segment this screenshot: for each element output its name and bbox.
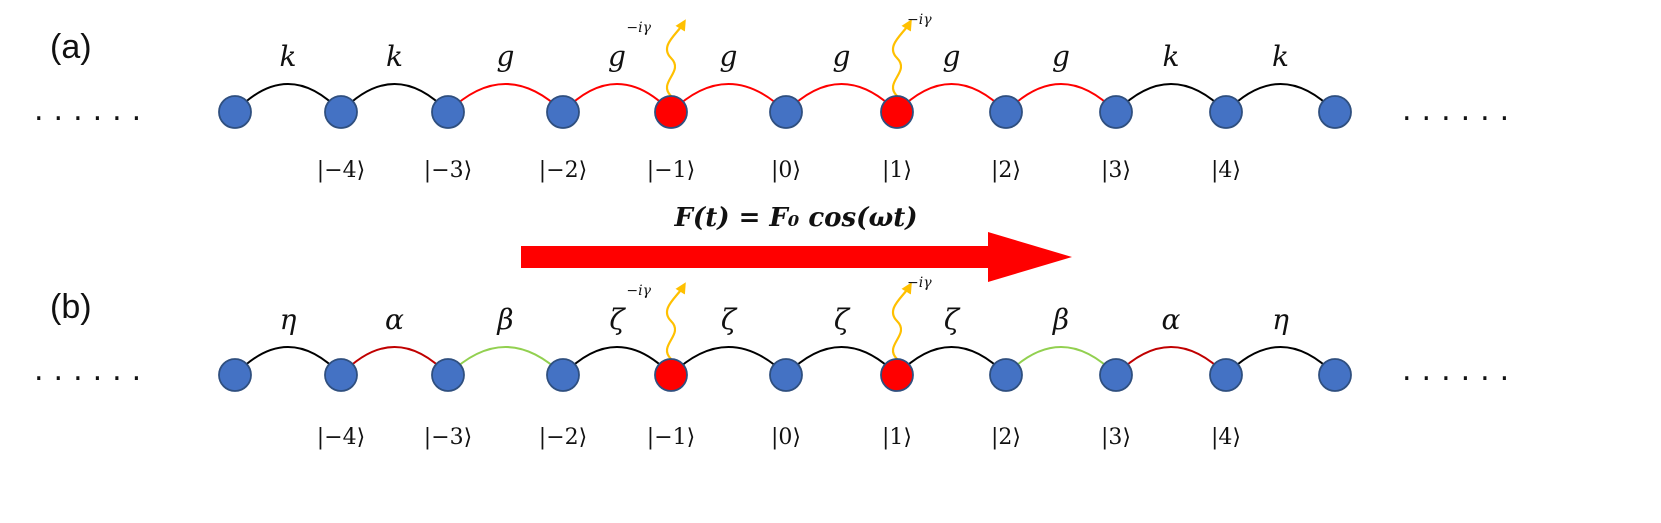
panel-a-site-5 bbox=[769, 95, 803, 129]
panel-b-site-3 bbox=[546, 358, 580, 392]
panel-b-bond-label-2: β bbox=[496, 303, 513, 336]
panel-b-bond-8 bbox=[1115, 346, 1227, 376]
panel-a-ket-9: |4⟩ bbox=[1211, 158, 1241, 183]
panel-b-site-5 bbox=[769, 358, 803, 392]
panel-a-bond-5 bbox=[785, 83, 898, 113]
panel-a-bond-label-6: g bbox=[943, 40, 961, 73]
panel-b-site-0 bbox=[218, 358, 252, 392]
panel-a-bond-2 bbox=[447, 83, 564, 113]
panel-b-bond-7 bbox=[1005, 346, 1117, 376]
panel-a-bond-label-0: k bbox=[280, 40, 297, 73]
panel-b-site-7 bbox=[989, 358, 1023, 392]
panel-b-bond-label-6: ζ bbox=[944, 303, 961, 336]
panel-a-site-4 bbox=[654, 95, 688, 129]
panel-b-bond-label-0: η bbox=[280, 303, 297, 336]
panel-b-ket-5: |0⟩ bbox=[771, 425, 801, 450]
drive-arrow-shaft bbox=[521, 246, 991, 268]
panel-b-ket-4: |−1⟩ bbox=[647, 425, 695, 450]
panel-b-ket-9: |4⟩ bbox=[1211, 425, 1241, 450]
panel-a-ket-6: |1⟩ bbox=[882, 158, 912, 183]
panel-b-bond-label-1: α bbox=[385, 303, 404, 336]
panel-b-ket-3: |−2⟩ bbox=[539, 425, 587, 450]
panel-b-loss-arrow-1 bbox=[891, 282, 912, 360]
panel-b-ellipsis-right: ...... bbox=[1402, 353, 1519, 388]
panel-a-site-1 bbox=[324, 95, 358, 129]
panel-b-ket-7: |2⟩ bbox=[991, 425, 1021, 450]
panel-b-site-2 bbox=[431, 358, 465, 392]
panel-a-loss-arrow-1 bbox=[891, 19, 912, 97]
panel-b-ket-1: |−4⟩ bbox=[317, 425, 365, 450]
panel-a-ellipsis-right: ...... bbox=[1402, 93, 1519, 128]
panel-a-ket-8: |3⟩ bbox=[1101, 158, 1131, 183]
panel-a-site-3 bbox=[546, 95, 580, 129]
panel-a-ket-3: |−2⟩ bbox=[539, 158, 587, 183]
panel-a-bond-7 bbox=[1005, 83, 1117, 113]
panel-b-bond-label-3: ζ bbox=[609, 303, 626, 336]
panel-b-site-10 bbox=[1318, 358, 1352, 392]
panel-a-bond-label-8: k bbox=[1163, 40, 1180, 73]
panel-b-bond-label-8: α bbox=[1162, 303, 1181, 336]
panel-a-site-8 bbox=[1099, 95, 1133, 129]
panel-a-site-2 bbox=[431, 95, 465, 129]
panel-a-ket-7: |2⟩ bbox=[991, 158, 1021, 183]
panel-a-bond-label-4: g bbox=[720, 40, 738, 73]
panel-a-bond-label-3: g bbox=[608, 40, 626, 73]
panel-b-bond-label-9: η bbox=[1272, 303, 1289, 336]
panel-a-site-7 bbox=[989, 95, 1023, 129]
panel-b-site-6 bbox=[880, 358, 914, 392]
panel-a-loss-label-1: −iγ bbox=[907, 12, 932, 28]
panel-a-bond-label-7: g bbox=[1052, 40, 1070, 73]
panel-b-site-1 bbox=[324, 358, 358, 392]
panel-a-bond-label-5: g bbox=[833, 40, 851, 73]
panel-b-ket-8: |3⟩ bbox=[1101, 425, 1131, 450]
panel-a-label: (a) bbox=[50, 28, 92, 66]
panel-a-ket-5: |0⟩ bbox=[771, 158, 801, 183]
panel-b-lattice: η α β ζ ζ ζ ζ β α η −iγ −iγ |−4⟩ |−3⟩ |−2⟩ |−1⟩ |0⟩ |1⟩ |2… bbox=[218, 275, 1352, 450]
panel-a-bond-8 bbox=[1115, 83, 1227, 113]
panel-b-loss-label-0: −iγ bbox=[626, 283, 651, 299]
panel-a-loss-label-0: −iγ bbox=[626, 20, 651, 36]
panel-b-bond-label-7: β bbox=[1052, 303, 1069, 336]
drive-force-label: F(t) = F₀ cos(ωt) bbox=[673, 203, 917, 233]
panel-a-bond-label-9: k bbox=[1272, 40, 1289, 73]
panel-a-ket-2: |−3⟩ bbox=[424, 158, 472, 183]
drive-force-arrow: F(t) = F₀ cos(ωt) bbox=[521, 203, 1072, 282]
panel-b-ellipsis-left: ...... bbox=[34, 353, 151, 388]
panel-b-bond-label-4: ζ bbox=[721, 303, 738, 336]
panel-a-site-0 bbox=[218, 95, 252, 129]
panel-b-ket-2: |−3⟩ bbox=[424, 425, 472, 450]
panel-b-loss-label-1: −iγ bbox=[907, 275, 932, 291]
panel-b-bond-4 bbox=[670, 346, 787, 376]
panel-b-loss-arrow-0 bbox=[665, 282, 686, 360]
panel-b-ket-6: |1⟩ bbox=[882, 425, 912, 450]
panel-b-bond-5 bbox=[785, 346, 898, 376]
panel-b-bond-label-5: ζ bbox=[834, 303, 851, 336]
panel-a-site-6 bbox=[880, 95, 914, 129]
panel-b-site-4 bbox=[654, 358, 688, 392]
panel-a-loss-arrow-0 bbox=[665, 19, 686, 97]
drive-arrow-head bbox=[988, 232, 1072, 282]
panel-a-bond-4 bbox=[670, 83, 787, 113]
panel-a-ellipsis-left: ...... bbox=[34, 93, 151, 128]
panel-a-ket-4: |−1⟩ bbox=[647, 158, 695, 183]
panel-b-bond-2 bbox=[447, 346, 564, 376]
panel-a-ket-1: |−4⟩ bbox=[317, 158, 365, 183]
panel-b-label: (b) bbox=[50, 288, 92, 326]
panel-b-site-8 bbox=[1099, 358, 1133, 392]
panel-a-site-9 bbox=[1209, 95, 1243, 129]
panel-b-site-9 bbox=[1209, 358, 1243, 392]
panel-a-site-10 bbox=[1318, 95, 1352, 129]
panel-a-lattice: k k g g g g g g k k −iγ −iγ |−4⟩ |−3⟩ |−2⟩ |−1⟩ |0⟩ |1⟩ |2… bbox=[218, 12, 1352, 183]
panel-a-bond-label-2: g bbox=[497, 40, 515, 73]
panel-a-bond-label-1: k bbox=[386, 40, 403, 73]
